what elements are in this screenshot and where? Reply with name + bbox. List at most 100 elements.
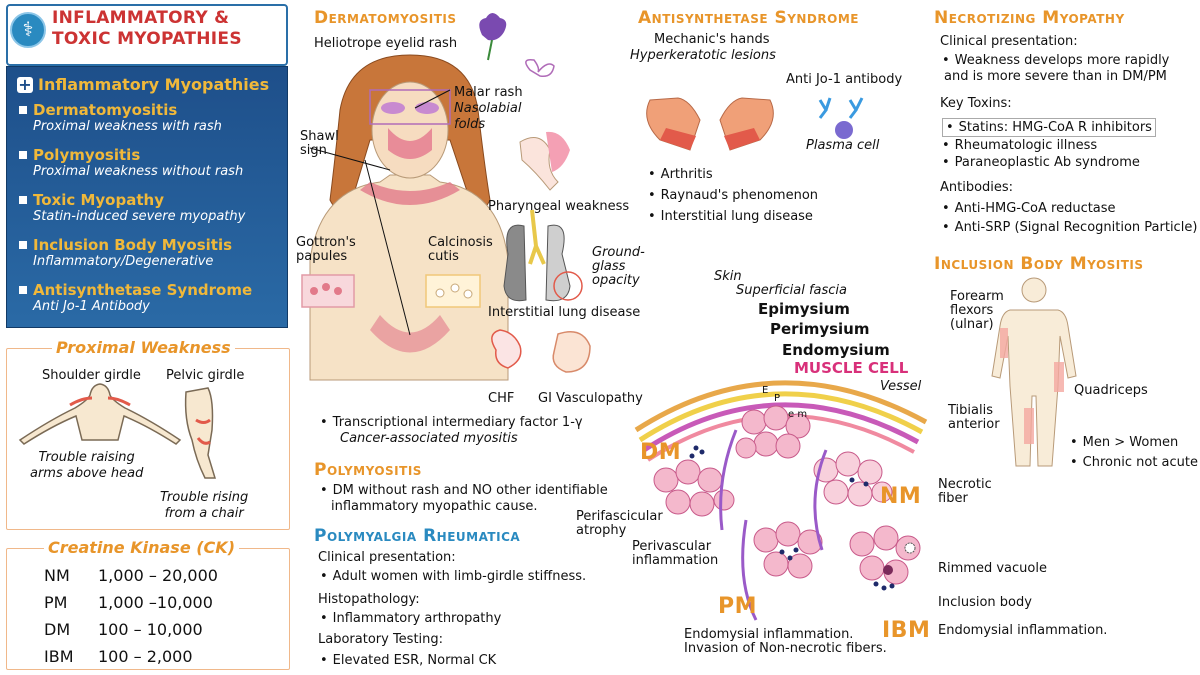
proximal-weakness-heading: Proximal Weakness <box>52 338 235 357</box>
list-item: Polymyositis Proximal weakness without r… <box>19 146 243 180</box>
calcinosis-label: Calcinosis <box>428 235 493 250</box>
sign-label: sign <box>300 143 327 158</box>
trouble-raising-arms: Trouble raising arms above head <box>30 450 143 482</box>
list-item: Antisynthetase Syndrome Anti Jo-1 Antibo… <box>19 281 252 315</box>
plus-icon: + <box>17 75 33 94</box>
endomysium-label: Endomysium <box>782 341 890 359</box>
antisynthetase-heading: Antisynthetase Syndrome <box>638 8 859 28</box>
plasma-cell-label: Plasma cell <box>806 138 880 153</box>
papules-label: papules <box>296 249 348 264</box>
ibm-histology-label: IBM <box>882 618 931 643</box>
nm-label: NM <box>880 484 922 509</box>
bullet-item: Adult women with limb-girdle stiffness. <box>320 568 587 585</box>
panel-heading: + Inflammatory Myopathies <box>17 75 269 94</box>
e-label: E <box>762 385 769 396</box>
bullet-item: Elevated ESR, Normal CK <box>320 652 497 669</box>
pmr-lab-label: Laboratory Testing: <box>318 632 444 647</box>
heliotrope-label: Heliotrope eyelid rash <box>314 36 458 51</box>
antibodies-list: Anti-HMG-CoA reductase Anti-SRP (Signal … <box>942 200 1198 236</box>
gi-vasculopathy-label: GI Vasculopathy <box>538 391 643 406</box>
proximal-weakness-figures <box>18 383 217 479</box>
pmr-clinical-label: Clinical presentation: <box>318 550 456 565</box>
inclusion-body-label: Inclusion body <box>938 595 1032 610</box>
atrophy-label: atrophy <box>576 523 627 538</box>
ground-glass-label-1: Ground- <box>592 245 645 260</box>
ulnar-label: (ulnar) <box>950 317 994 332</box>
poly-bullets: DM without rash and NO other identifiabl… <box>320 482 608 499</box>
gottrons-label: Gottron's <box>296 235 356 250</box>
bullet-item: Statins: HMG-CoA R inhibitors <box>942 118 1156 137</box>
superficial-fascia-label: Superficial fascia <box>736 283 847 298</box>
list-item: Inclusion Body Myositis Inflammatory/Deg… <box>19 236 232 270</box>
list-item-subtitle: Proximal weakness with rash <box>33 119 222 134</box>
page-title: INFLAMMATORY & TOXIC MYOPATHIES <box>52 8 242 50</box>
bullet-item: Anti-SRP (Signal Recognition Particle) <box>942 219 1198 236</box>
list-item-subtitle: Statin-induced severe myopathy <box>33 209 246 224</box>
list-item-title: Polymyositis <box>19 146 243 164</box>
ck-row-value: 1,000 –10,000 <box>98 593 213 612</box>
p-label: P <box>774 393 781 404</box>
bullet-item: Rheumatologic illness <box>942 137 1156 154</box>
epimysium-label: Epimysium <box>758 300 850 318</box>
quadriceps-label: Quadriceps <box>1074 383 1148 398</box>
inflammation-label: inflammation <box>632 553 719 568</box>
ibm-body-figure <box>991 277 1077 467</box>
antisynthetase-figure <box>646 97 864 151</box>
malar-rash-label: Malar rash <box>454 85 523 100</box>
list-item-title: Inclusion Body Myositis <box>19 236 232 254</box>
dermatomyositis-figure <box>301 13 591 381</box>
trouble-rising-chair-line2: from a chair <box>164 506 244 521</box>
trouble-rising-chair: Trouble rising from a chair <box>160 490 248 522</box>
pmr-lab-bullets: Elevated ESR, Normal CK <box>320 652 497 669</box>
perifascicular-label: Perifascicular <box>576 509 663 524</box>
title-line-1: INFLAMMATORY & <box>52 8 230 28</box>
bullet-item: Arthritis <box>648 166 818 183</box>
polymyositis-heading: Polymyositis <box>314 460 422 480</box>
list-item-subtitle: Proximal weakness without rash <box>33 164 244 179</box>
list-item-title: Toxic Myopathy <box>19 191 245 209</box>
bullet-item: Inflammatory arthropathy <box>320 610 502 627</box>
myopathy-list-panel: + Inflammatory Myopathies Dermatomyositis… <box>6 66 288 328</box>
anti-jo1-label: Anti Jo-1 antibody <box>786 72 903 87</box>
pmr-histo-label: Histopathology: <box>318 592 420 607</box>
panel-heading-label: Inflammatory Myopathies <box>38 75 270 94</box>
pelvic-girdle-label: Pelvic girdle <box>166 368 245 383</box>
necrotizing-heading: Necrotizing Myopathy <box>934 8 1125 28</box>
skin-label: Skin <box>714 269 742 284</box>
nec-clinical-label: Clinical presentation: <box>940 34 1078 49</box>
list-item-title: Antisynthetase Syndrome <box>19 281 252 299</box>
list-item: Toxic Myopathy Statin-induced severe myo… <box>19 191 245 225</box>
caduceus-icon: ⚕ <box>10 12 46 48</box>
vessel-label: Vessel <box>880 379 922 394</box>
perimysium-label: Perimysium <box>770 320 870 338</box>
nec-clinical-bullets: Weakness develops more rapidly <box>942 52 1170 69</box>
ck-row-value: 100 – 10,000 <box>98 620 203 639</box>
key-toxins-list: Statins: HMG-CoA R inhibitors Rheumatolo… <box>942 118 1156 171</box>
ibm-endomysial-label: Endomysial inflammation. <box>938 623 1108 638</box>
pm-invasion-label: Invasion of Non-necrotic fibers. <box>684 641 887 656</box>
tibialis-label: Tibialis <box>948 403 993 418</box>
list-item-title: Dermatomyositis <box>19 101 222 119</box>
bullet-item: Anti-HMG-CoA reductase <box>942 200 1197 217</box>
list-item-subtitle: Anti Jo-1 Antibody <box>33 299 150 314</box>
muscle-histology-figure <box>634 380 928 621</box>
poly-bullet-continuation: inflammatory myopathic cause. <box>331 499 538 514</box>
title-box <box>6 4 288 66</box>
bullet-item: Paraneoplastic Ab syndrome <box>942 154 1156 171</box>
derm-bullets: Transcriptional intermediary factor 1-γ <box>320 414 583 431</box>
ck-row-value: 100 – 2,000 <box>98 647 193 666</box>
ild-label: Interstitial lung disease <box>488 305 641 320</box>
pm-endomysial-label: Endomysial inflammation. <box>684 627 854 642</box>
bullet-item: Weakness develops more rapidly <box>942 52 1170 69</box>
bullet-item: Men > Women <box>1070 434 1198 451</box>
fiber-label: fiber <box>938 491 968 506</box>
shoulder-girdle-label: Shoulder girdle <box>42 368 141 383</box>
rimmed-vacuole-label: Rimmed vacuole <box>938 561 1047 576</box>
shawl-label: Shawl <box>300 129 339 144</box>
ground-glass-label-3: opacity <box>592 273 640 288</box>
trouble-rising-chair-line1: Trouble rising <box>160 490 249 505</box>
nasolabial-label: Nasolabial <box>454 101 522 116</box>
